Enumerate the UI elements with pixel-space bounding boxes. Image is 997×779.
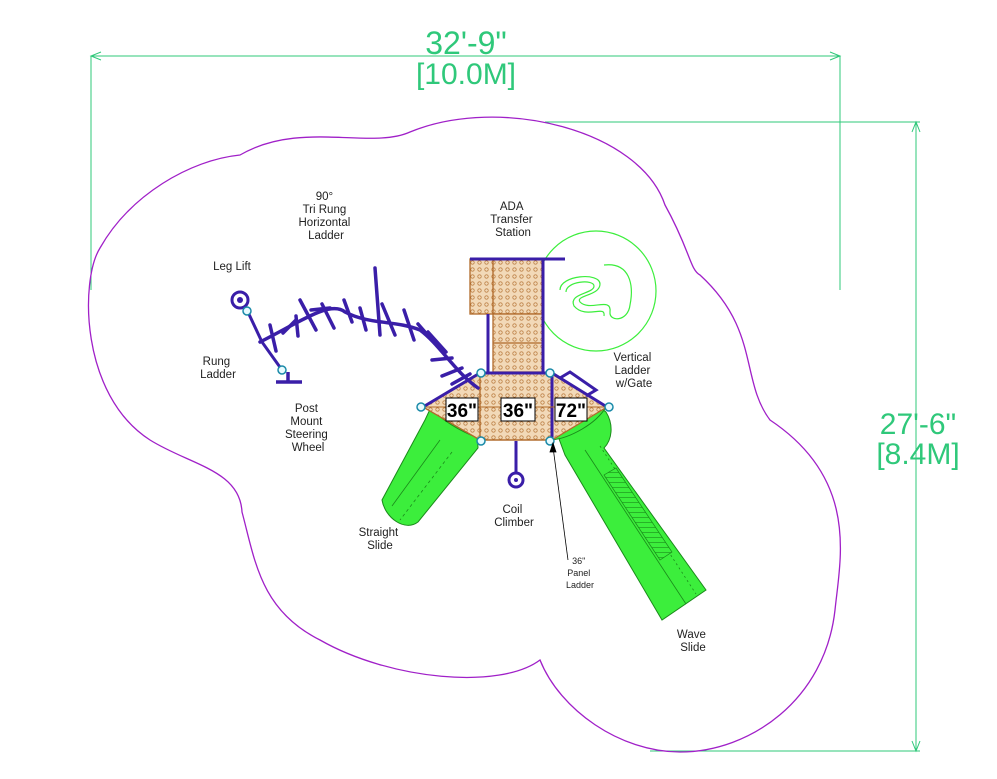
coil-climber (507, 441, 525, 489)
deck-height-3: 72" (556, 401, 586, 422)
spiral-climber-icon (535, 230, 657, 352)
ada-transfer-label: ADA Transfer Station (490, 201, 536, 239)
deck-height-1: 36" (447, 401, 477, 422)
deck-height-box-2 (500, 397, 536, 422)
vertical-ladder (559, 370, 599, 398)
rung-ladder (242, 306, 287, 375)
panel-ladder-label: 36" Panel Ladder (566, 556, 594, 590)
deck-height-2: 36" (503, 401, 533, 422)
width-ft-label: 32'-9" (425, 25, 507, 61)
width-dimension-line (89, 51, 842, 290)
leg-lift (230, 290, 284, 371)
deck-height-box-3 (554, 397, 588, 422)
deck-height-box-1 (445, 397, 479, 422)
leg-lift-label: Leg Lift (213, 261, 252, 273)
steering-wheel-label: Post Mount Steering Wheel (285, 403, 331, 454)
rung-ladder-label: Rung Ladder (200, 356, 236, 381)
vertical-ladder-label: Vertical Ladder w/Gate (614, 352, 655, 390)
ada-transfer-station (469, 257, 565, 373)
wave-slide (554, 406, 707, 621)
straight-slide-label: Straight Slide (359, 527, 402, 552)
depth-ft-label: 27'-6" (880, 408, 956, 441)
use-zone-boundary (87, 116, 842, 753)
wave-slide-label: Wave Slide (677, 629, 709, 654)
coil-climber-label: Coil Climber (494, 504, 534, 529)
horizontal-ladder (258, 266, 480, 390)
deck-posts (416, 368, 614, 446)
width-m-label: [10.0M] (416, 58, 516, 91)
panel-ladder-leader (549, 441, 569, 561)
steering-wheel (276, 372, 302, 384)
depth-m-label: [8.4M] (876, 438, 959, 471)
tri-rung-ladder-label: 90° Tri Rung Horizontal Ladder (299, 191, 354, 242)
